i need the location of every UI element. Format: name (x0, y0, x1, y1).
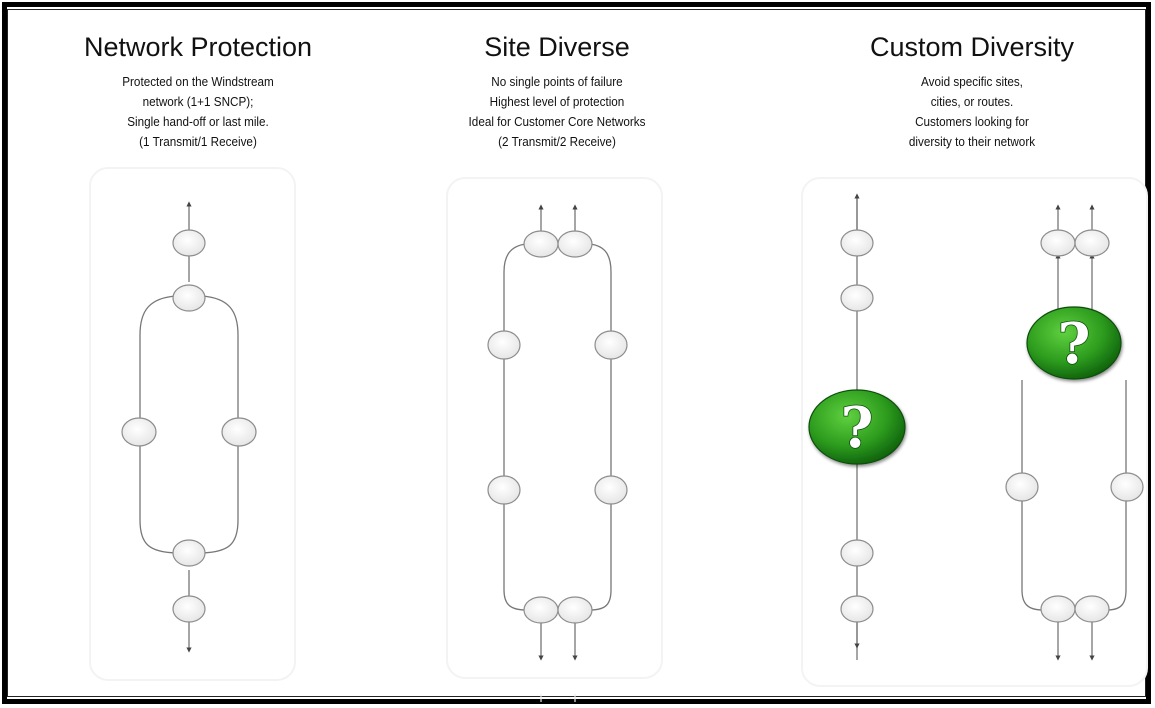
node (594, 330, 628, 360)
desc-line: Single hand-off or last mile. (127, 114, 269, 129)
desc-line: Ideal for Customer Core Networks (468, 114, 646, 129)
node (523, 596, 559, 624)
question-node-single: ? (808, 389, 906, 465)
node (172, 539, 206, 567)
custom-single-nodes (840, 229, 874, 623)
network-protection-title: Network Protection (83, 32, 313, 62)
site-diverse-diagram (503, 204, 612, 661)
node (1110, 472, 1144, 502)
node (594, 475, 628, 505)
node (840, 539, 874, 567)
node (840, 284, 874, 312)
reflection-marks (540, 694, 576, 702)
node (487, 475, 521, 505)
custom-dual-nodes (1005, 229, 1144, 623)
node (557, 230, 593, 258)
question-icon (808, 389, 906, 465)
node (840, 595, 874, 623)
desc-line: No single points of failure (491, 74, 623, 89)
node (1074, 595, 1110, 623)
custom-diversity-description: Avoid specific sites, cities, or routes.… (837, 72, 1107, 152)
desc-line: (2 Transmit/2 Receive) (498, 134, 616, 149)
question-icon (1026, 306, 1122, 380)
network-protection-description: Protected on the Windstream network (1+1… (63, 72, 333, 152)
desc-line: network (1+1 SNCP); (142, 94, 254, 109)
site-diverse-title: Site Diverse (484, 32, 630, 62)
node (172, 284, 206, 312)
panel-custom-diversity (801, 177, 1148, 687)
node (557, 596, 593, 624)
desc-line: (1 Transmit/1 Receive) (139, 134, 257, 149)
network-protection-nodes (121, 229, 257, 623)
node (1005, 472, 1039, 502)
question-node-dual: ? (1026, 306, 1122, 380)
node (1074, 229, 1110, 257)
desc-line: Avoid specific sites, (921, 74, 1023, 89)
node (1040, 595, 1076, 623)
desc-line: diversity to their network (908, 134, 1036, 149)
node (121, 417, 157, 447)
desc-line: cities, or routes. (930, 94, 1014, 109)
panel-network-protection (89, 167, 296, 681)
question-mark: ? (841, 395, 874, 461)
desc-line: Highest level of protection (489, 94, 625, 109)
site-diverse-description: No single points of failure Highest leve… (404, 72, 710, 152)
node (523, 230, 559, 258)
desc-line: Customers looking for (915, 114, 1029, 129)
node (221, 417, 257, 447)
panel-site-diverse (446, 177, 663, 679)
node (1040, 229, 1076, 257)
node (172, 229, 206, 257)
desc-line: Protected on the Windstream (122, 74, 274, 89)
site-diverse-nodes (487, 230, 628, 624)
node (172, 595, 206, 623)
node (487, 330, 521, 360)
node (840, 229, 874, 257)
question-mark: ? (1058, 311, 1091, 377)
custom-diversity-dual-path (1021, 204, 1127, 661)
custom-diversity-title: Custom Diversity (869, 32, 1075, 62)
